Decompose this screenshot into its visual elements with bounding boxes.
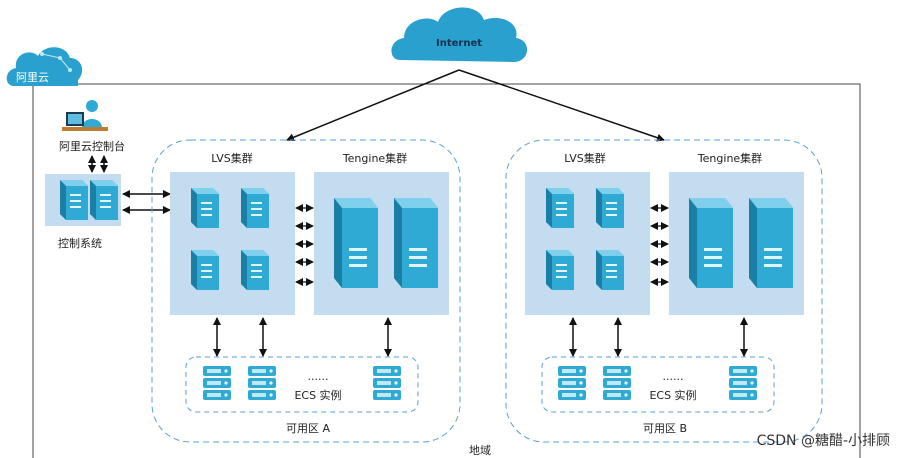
region-label: 地域 [469, 444, 491, 457]
ecs-label: ECS 实例 [294, 388, 341, 402]
internet-label: Internet [436, 38, 482, 49]
ecs-dots: ...... [308, 370, 329, 383]
internet-to-zone-b-arrow [458, 69, 665, 142]
lvs-server-icon [596, 188, 624, 228]
console-user-icon [62, 100, 108, 131]
lvs-title: LVS集群 [211, 151, 252, 165]
aliyun-cloud-icon [6, 47, 83, 86]
tengine-title: Tengine集群 [342, 151, 407, 165]
zone-a: LVS集群 Tengine集群 ...... ECS 实例 可用区 A [151, 139, 461, 443]
control-system-label: 控制系统 [58, 236, 102, 250]
ecs-server-icon [203, 366, 231, 400]
zone-b: LVS集群 Tengine集群 ...... ECS 实例 可用区 B [505, 139, 823, 443]
control-server-icon [90, 180, 118, 220]
internet-to-zone-a-arrow [286, 69, 460, 142]
lvs-server-icon [191, 250, 219, 290]
lvs-server-icon [546, 188, 574, 228]
ecs-group-box [541, 356, 775, 413]
ecs-server-icon [729, 366, 757, 400]
lvs-server-icon [241, 250, 269, 290]
zone-label: 可用区 B [643, 422, 687, 435]
tengine-server-icon [394, 198, 438, 288]
ecs-server-icon [373, 366, 401, 400]
tengine-title: Tengine集群 [697, 151, 762, 165]
zone-box [505, 139, 823, 443]
tengine-server-icon [749, 198, 793, 288]
ecs-server-icon [603, 366, 631, 400]
watermark: CSDN @糖醋-小排顾 [757, 433, 890, 449]
tengine-server-icon [334, 198, 378, 288]
ecs-server-icon [248, 366, 276, 400]
lvs-server-icon [546, 250, 574, 290]
lvs-panel [170, 172, 295, 315]
zone-label: 可用区 A [286, 422, 330, 435]
ecs-dots: ...... [663, 370, 684, 383]
lvs-title: LVS集群 [564, 151, 605, 165]
aliyun-label: 阿里云 [16, 71, 49, 84]
lvs-panel [525, 172, 650, 315]
region-box [32, 83, 861, 458]
ecs-server-icon [558, 366, 586, 400]
zone-box [151, 139, 461, 443]
ecs-label: ECS 实例 [649, 388, 696, 402]
tengine-server-icon [689, 198, 733, 288]
console-label: 阿里云控制台 [59, 139, 125, 153]
lvs-server-icon [191, 188, 219, 228]
ecs-group-box [185, 356, 419, 413]
lvs-server-icon [596, 250, 624, 290]
lvs-server-icon [241, 188, 269, 228]
control-server-icon [60, 180, 88, 220]
internet-cloud-icon [391, 7, 528, 62]
